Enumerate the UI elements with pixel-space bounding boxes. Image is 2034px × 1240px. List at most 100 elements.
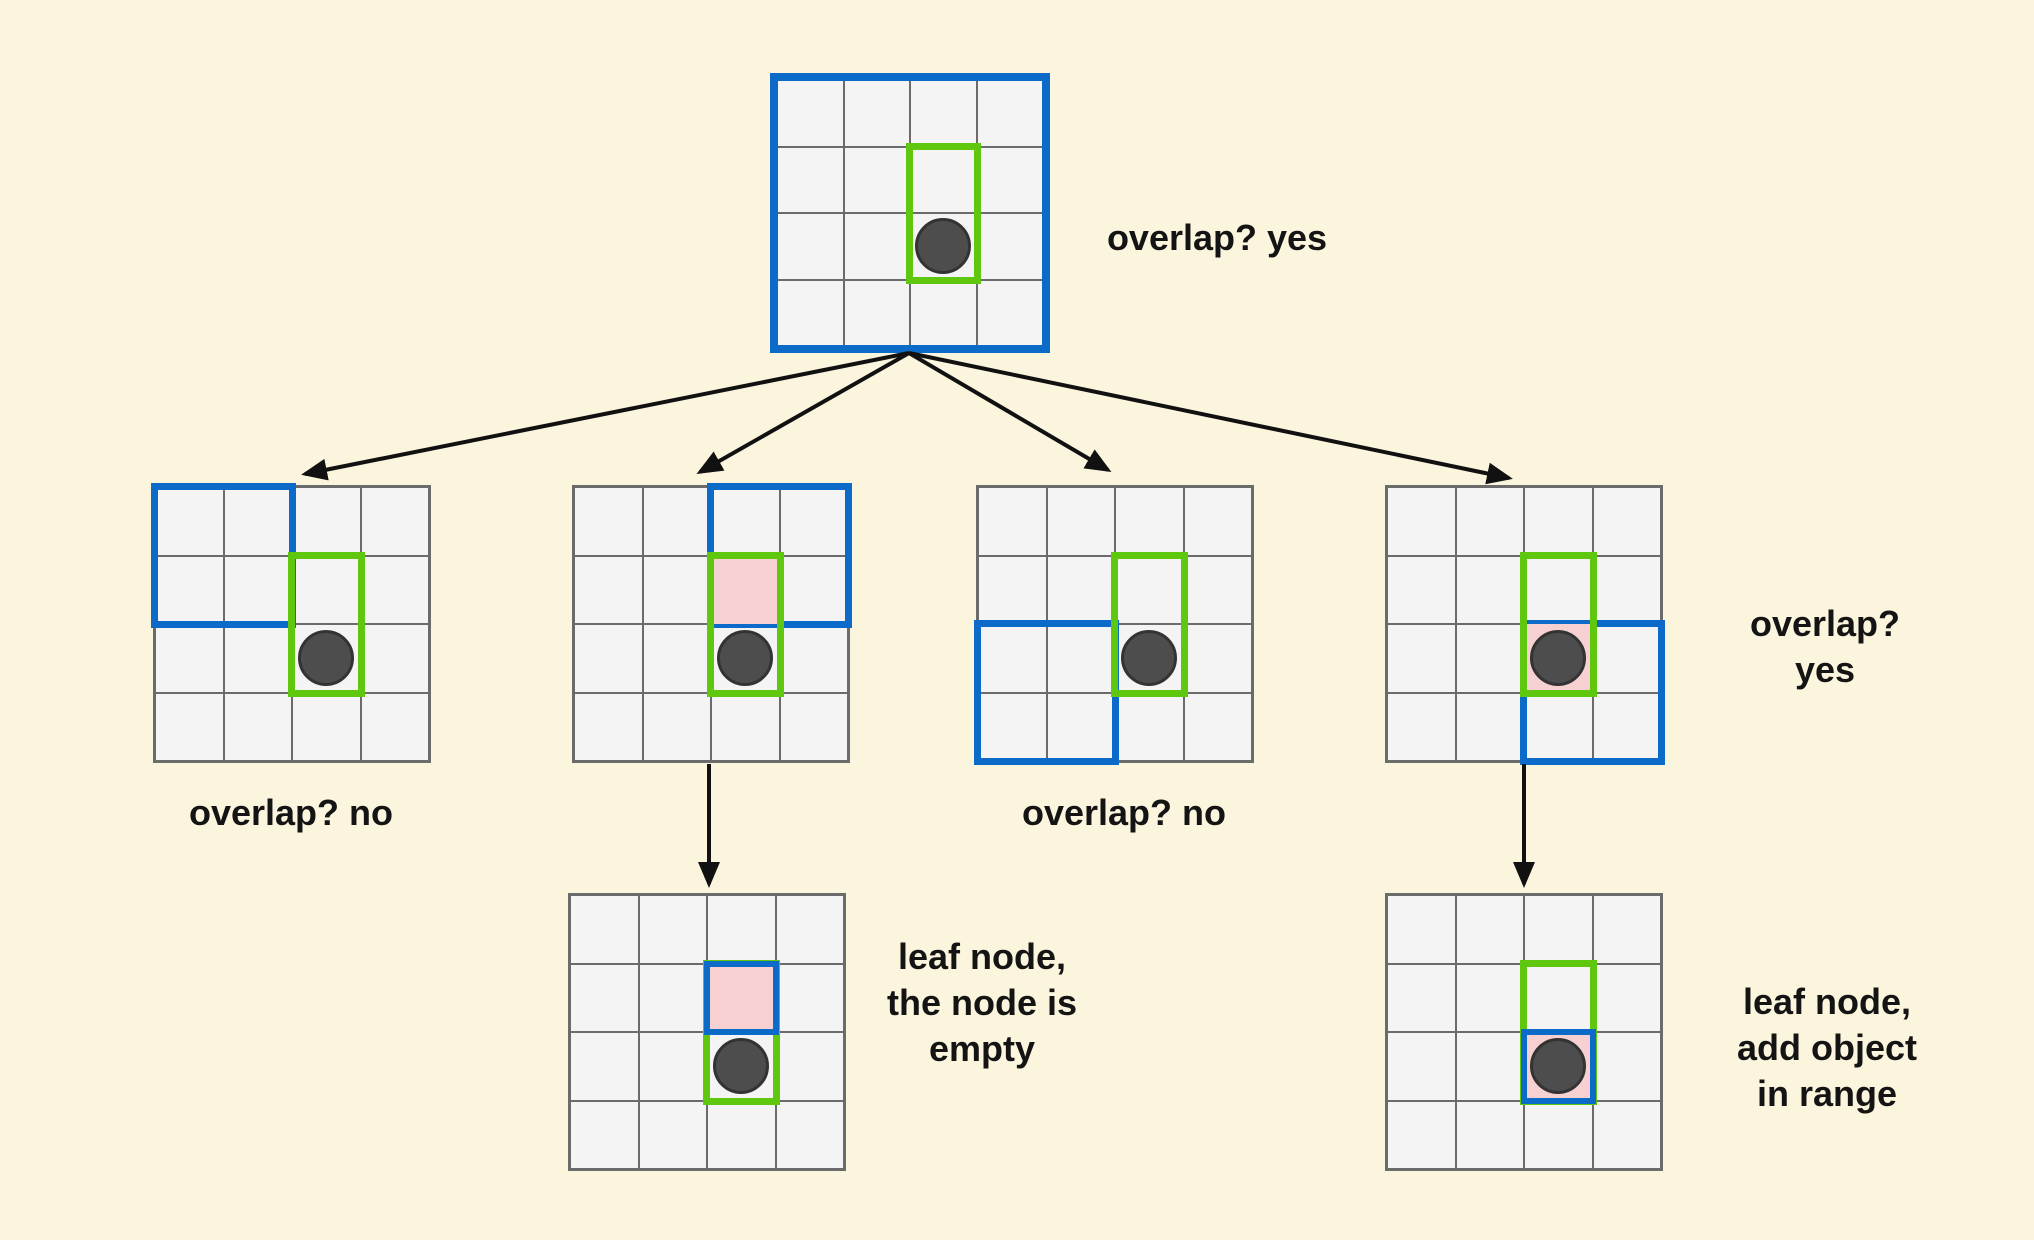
grid-cell — [639, 896, 706, 963]
query-range-outline — [707, 551, 784, 697]
leaf-empty-grid — [568, 893, 846, 1171]
object-circle — [298, 630, 355, 687]
grid-cell — [1525, 693, 1592, 760]
grid-cell — [156, 488, 223, 555]
grid-cell — [1456, 1033, 1523, 1100]
label-leaf-add-object: leaf node, add object in range — [1736, 981, 1918, 1114]
grid-cell — [571, 1033, 638, 1100]
grid-cell — [1456, 488, 1523, 555]
grid-cell — [776, 1033, 843, 1100]
grid-cell — [293, 556, 360, 623]
grid-cell — [293, 693, 360, 760]
grid-cell — [1593, 964, 1660, 1031]
label-se-overlap-yes: overlap? yes — [1749, 603, 1901, 690]
grid-cell — [1388, 896, 1455, 963]
label-sw-overlap-no: overlap? no — [1021, 792, 1227, 833]
grid-cell — [1593, 693, 1660, 760]
child-nw-grid — [151, 483, 431, 763]
overlap-region-cell — [707, 963, 776, 1032]
grid-cell — [776, 1101, 843, 1168]
object-circle — [717, 630, 774, 687]
grid-cell — [1116, 556, 1183, 623]
child-sw-grid — [974, 485, 1254, 765]
label-nw-overlap-no: overlap? no — [188, 792, 394, 833]
grid-cell — [571, 896, 638, 963]
label-leaf-empty: leaf node, the node is empty — [886, 936, 1078, 1069]
grid-cell — [778, 147, 843, 212]
grid-cell — [778, 81, 843, 146]
grid-cell — [712, 693, 779, 760]
grid-cell — [639, 1033, 706, 1100]
node-quadrant-outline — [151, 483, 296, 628]
grid-cell — [1388, 1033, 1455, 1100]
object-circle — [713, 1038, 770, 1095]
child-ne-grid — [572, 483, 852, 763]
grid-cell — [643, 556, 710, 623]
grid-cell — [1388, 1101, 1455, 1168]
grid-cell — [639, 964, 706, 1031]
grid-cell — [575, 625, 642, 692]
grid-cell — [643, 488, 710, 555]
grid-cell — [639, 1101, 706, 1168]
label-root-overlap-yes: overlap? yes — [1106, 217, 1328, 258]
edge-root-to-se — [908, 351, 1513, 485]
child-se-grid — [1385, 485, 1665, 765]
grid-cell — [1525, 1101, 1592, 1168]
grid-cell — [979, 693, 1046, 760]
grid-cell — [1593, 1033, 1660, 1100]
leaf-with-object-grid — [1385, 893, 1663, 1171]
leaf-cell-outline — [704, 960, 779, 1035]
grid-cell — [1184, 488, 1251, 555]
grid-cell — [224, 556, 291, 623]
object-circle — [1530, 630, 1587, 687]
grid-cell — [1116, 693, 1183, 760]
grid-cell — [1525, 896, 1592, 963]
grid-cell — [156, 556, 223, 623]
grid-cell — [844, 147, 909, 212]
grid-cell — [1388, 488, 1455, 555]
grid-cell — [575, 556, 642, 623]
grid-cell — [844, 214, 909, 279]
grid-cell — [156, 693, 223, 760]
object-circle — [1121, 630, 1178, 687]
grid-cell — [1593, 556, 1660, 623]
grid-cell — [1116, 488, 1183, 555]
grid-cell — [977, 81, 1042, 146]
object-circle — [1530, 1038, 1587, 1095]
grid-cell — [1593, 1101, 1660, 1168]
grid-cell — [979, 488, 1046, 555]
grid-cell — [575, 488, 642, 555]
grid-cell — [979, 625, 1046, 692]
grid-cell — [361, 693, 428, 760]
grid-cell — [911, 147, 976, 212]
edge-root-to-sw — [907, 351, 1112, 473]
grid-cell — [1525, 964, 1592, 1031]
grid-cell — [643, 693, 710, 760]
grid-cell — [361, 625, 428, 692]
grid-cell — [1456, 556, 1523, 623]
edge-root-to-nw — [301, 351, 910, 481]
grid-cell — [1047, 625, 1114, 692]
grid-cell — [1525, 488, 1592, 555]
grid-cell — [224, 693, 291, 760]
grid-cell — [156, 625, 223, 692]
grid-cell — [1456, 625, 1523, 692]
grid-cell — [780, 488, 847, 555]
grid-cell — [979, 556, 1046, 623]
grid-cell — [778, 214, 843, 279]
grid-cell — [1456, 693, 1523, 760]
object-circle — [915, 218, 972, 275]
grid-cell — [361, 488, 428, 555]
grid-cell — [780, 556, 847, 623]
grid-cell — [1456, 964, 1523, 1031]
grid-cell — [977, 147, 1042, 212]
grid-cell — [977, 280, 1042, 345]
grid-cell — [1593, 488, 1660, 555]
grid-cell — [776, 964, 843, 1031]
query-range-outline — [1520, 551, 1597, 697]
grid-cell — [571, 964, 638, 1031]
grid-cell — [1525, 556, 1592, 623]
grid-cell — [1593, 896, 1660, 963]
grid-cell — [1593, 625, 1660, 692]
